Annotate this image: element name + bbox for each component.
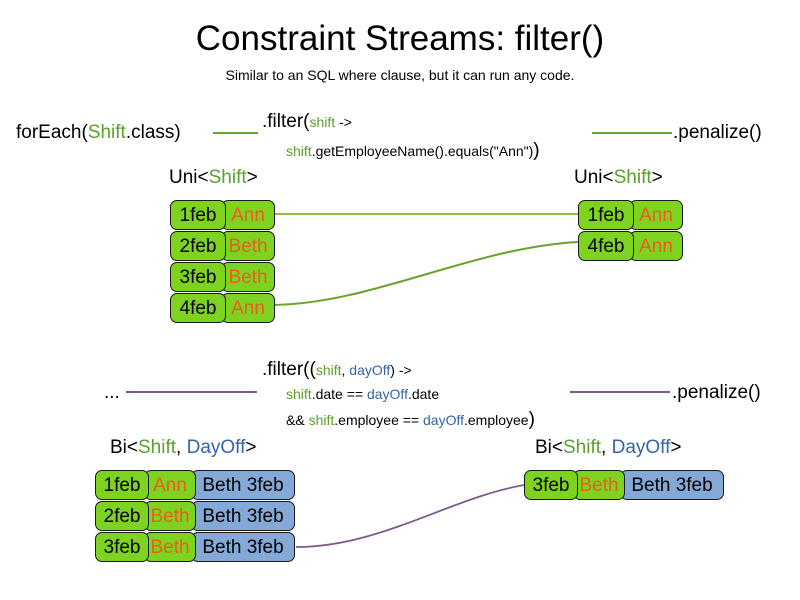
cell-employee: Ann <box>221 200 275 230</box>
bi-output-header-type2: DayOff <box>611 437 671 458</box>
bi-input-table: 1feb Ann Beth 3feb 2feb Beth Beth 3feb 3… <box>95 470 295 563</box>
cell-employee: Beth <box>573 470 625 500</box>
cell-date: 3feb <box>524 470 578 500</box>
bi-filter-param-comma: , <box>341 362 350 378</box>
bi-output-header-type1: Shift <box>563 437 602 458</box>
table-row[interactable]: 3feb Beth Beth 3feb <box>524 470 724 500</box>
table-row[interactable]: 1feb Ann <box>578 200 683 230</box>
table-row[interactable]: 4feb Ann <box>170 293 275 323</box>
uni-output-table: 1feb Ann 4feb Ann <box>578 200 683 262</box>
bi-input-header-comma: , <box>176 437 187 458</box>
uni-penalize-label: .penalize() <box>673 122 762 143</box>
cell-employee: Ann <box>221 293 275 323</box>
bi-input-header-suffix: > <box>245 437 257 458</box>
bi-filter-line2-shift: shift <box>286 386 312 402</box>
cell-date: 4feb <box>578 231 634 261</box>
bi-filter-arrow: ) -> <box>390 362 412 378</box>
foreach-prefix: forEach( <box>16 122 88 143</box>
bi-filter-code-line1: .filter((shift, dayOff) -> <box>262 358 412 381</box>
cell-date: 2feb <box>95 501 149 531</box>
bi-input-header-prefix: Bi< <box>110 437 138 458</box>
bi-input-header-type1: Shift <box>138 437 177 458</box>
cell-employee: Ann <box>144 470 196 500</box>
page-subtitle: Similar to an SQL where clause, but it c… <box>225 67 575 83</box>
tuple-connector-uni-4feb <box>269 241 579 306</box>
bi-filter-line3-shift: shift <box>308 412 335 428</box>
foreach-type-shift: Shift <box>87 122 126 143</box>
bi-filter-open: .filter(( <box>262 359 316 380</box>
table-row[interactable]: 3feb Beth Beth 3feb <box>95 532 295 562</box>
cell-employee: Beth <box>221 262 275 292</box>
cell-dayoff: Beth 3feb <box>191 532 295 562</box>
uni-filter-lambda-param: shift <box>309 114 336 130</box>
bi-filter-close-paren: ) <box>528 409 535 430</box>
uni-output-header-prefix: Uni< <box>574 167 614 188</box>
bi-output-table: 3feb Beth Beth 3feb <box>524 470 724 501</box>
table-row[interactable]: 4feb Ann <box>578 231 683 261</box>
bi-filter-line3-mid: .employee == <box>334 412 423 428</box>
uni-filter-body-var: shift <box>286 143 312 159</box>
bi-filter-line2-end: .date <box>407 386 440 402</box>
page-title: Constraint Streams: filter() <box>195 19 605 58</box>
cell-dayoff: Beth 3feb <box>620 470 724 500</box>
cell-date: 1feb <box>170 200 226 230</box>
table-row[interactable]: 2feb Beth <box>170 231 275 261</box>
uni-output-header-type: Shift <box>613 167 652 188</box>
cell-date: 1feb <box>578 200 634 230</box>
bi-input-header: Bi<Shift, DayOff> <box>110 436 256 459</box>
bi-output-header: Bi<Shift, DayOff> <box>535 436 681 459</box>
bi-filter-lambda-param-shift: shift <box>315 362 342 378</box>
cell-date: 2feb <box>170 231 226 261</box>
bi-output-header-comma: , <box>601 437 612 458</box>
uni-filter-close-paren: ) <box>533 140 540 161</box>
table-row[interactable]: 3feb Beth <box>170 262 275 292</box>
uni-filter-code-line2: shift.getEmployeeName().equals("Ann")) <box>286 139 540 162</box>
cell-employee: Beth <box>221 231 275 261</box>
foreach-suffix: .class) <box>125 122 181 143</box>
cell-employee: Beth <box>144 501 196 531</box>
tuple-connector-bi-3feb <box>295 484 525 548</box>
cell-employee: Ann <box>629 200 683 230</box>
cell-dayoff: Beth 3feb <box>191 501 295 531</box>
uni-input-header-type: Shift <box>208 167 247 188</box>
bi-filter-line2-dayoff: dayOff <box>366 386 408 402</box>
cell-date: 4feb <box>170 293 226 323</box>
bi-output-header-suffix: > <box>670 437 682 458</box>
bi-output-header-prefix: Bi< <box>535 437 563 458</box>
bi-filter-line2-mid: .date == <box>311 386 367 402</box>
bi-penalize-label: .penalize() <box>672 382 761 403</box>
uni-filter-arrow: -> <box>335 114 352 130</box>
foreach-source-label: forEach(Shift.class) <box>16 121 181 144</box>
uni-output-header: Uni<Shift> <box>574 166 663 189</box>
table-row[interactable]: 2feb Beth Beth 3feb <box>95 501 295 531</box>
uni-input-table: 1feb Ann 2feb Beth 3feb Beth 4feb Ann <box>170 200 275 324</box>
uni-filter-body-expr: .getEmployeeName().equals("Ann") <box>311 143 534 159</box>
uni-output-header-suffix: > <box>651 167 663 188</box>
bi-filter-line3-dayoff: dayOff <box>423 412 464 428</box>
bi-filter-line3-and: && <box>286 412 309 428</box>
cell-dayoff: Beth 3feb <box>191 470 295 500</box>
bi-filter-line3-end: .employee <box>464 412 529 428</box>
uni-filter-code-line1: .filter(shift -> <box>262 110 352 133</box>
bi-input-header-type2: DayOff <box>186 437 246 458</box>
bi-filter-code-line3: && shift.employee == dayOff.employee) <box>286 408 535 431</box>
uni-filter-open: .filter( <box>262 111 310 132</box>
uni-input-header: Uni<Shift> <box>169 166 258 189</box>
table-row[interactable]: 1feb Ann <box>170 200 275 230</box>
cell-date: 3feb <box>95 532 149 562</box>
bi-source-label: ... <box>104 382 120 403</box>
uni-input-header-prefix: Uni< <box>169 167 209 188</box>
uni-input-header-suffix: > <box>246 167 258 188</box>
cell-employee: Beth <box>144 532 196 562</box>
bi-filter-code-line2: shift.date == dayOff.date <box>286 385 439 403</box>
table-row[interactable]: 1feb Ann Beth 3feb <box>95 470 295 500</box>
cell-date: 1feb <box>95 470 149 500</box>
bi-filter-lambda-param-dayoff: dayOff <box>349 362 391 378</box>
cell-employee: Ann <box>629 231 683 261</box>
cell-date: 3feb <box>170 262 226 292</box>
